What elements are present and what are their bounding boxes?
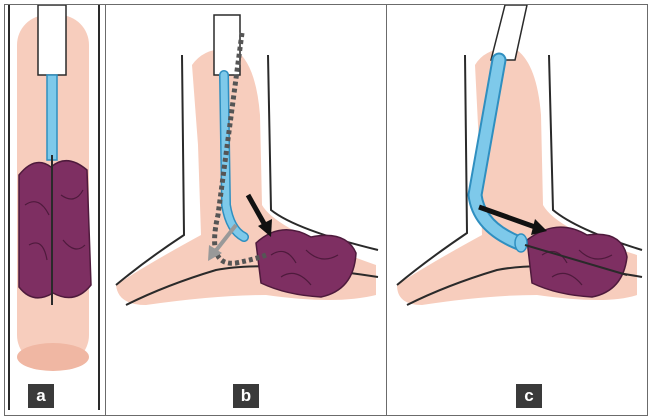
tumor: [527, 227, 627, 297]
tumor: [19, 161, 91, 298]
endoscope: [38, 5, 66, 75]
endoscope: [214, 15, 240, 75]
panel-a-illustration: [5, 5, 105, 415]
catheter: [47, 75, 57, 160]
duct-bottom: [17, 343, 89, 371]
panel-label-a: a: [28, 384, 54, 408]
panel-label-c: c: [516, 384, 542, 408]
panel-c-illustration: [387, 5, 647, 415]
tumor: [256, 230, 356, 297]
endoscope: [491, 5, 527, 60]
panel-label-b: b: [233, 384, 259, 408]
panel-b-illustration: [106, 5, 386, 415]
catheter-tip: [515, 234, 527, 252]
